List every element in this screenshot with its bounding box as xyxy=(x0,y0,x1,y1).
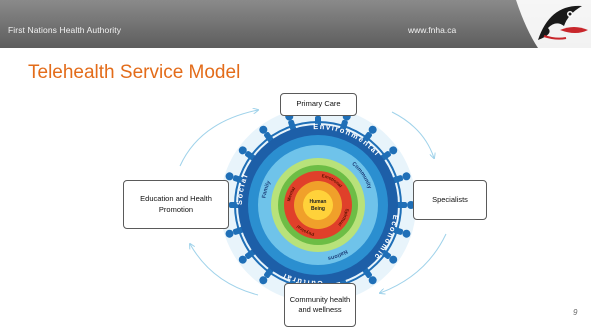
primary-care-box: Primary Care xyxy=(280,93,357,116)
primary-care-label: Primary Care xyxy=(296,99,341,109)
community-box: Community health and wellness xyxy=(284,283,356,327)
org-name: First Nations Health Authority xyxy=(8,25,122,35)
community-label: Community health and wellness xyxy=(289,294,351,314)
wheel-center-line1: Human xyxy=(310,199,327,205)
arrow-community-to-education xyxy=(190,244,259,296)
specialists-label: Specialists xyxy=(432,194,468,204)
arrow-primary-to-specialists xyxy=(391,111,434,158)
arrow-education-to-primary xyxy=(179,110,258,167)
wheel-mid-label: Family xyxy=(261,179,272,198)
education-label: Education and Health Promotion xyxy=(140,194,212,214)
wheel-center-line2: Being xyxy=(311,206,325,212)
wheel-inner-label: Mental xyxy=(286,186,296,202)
header-bar: First Nations Health Authority www.fnha.… xyxy=(0,0,591,48)
slide-title: Telehealth Service Model xyxy=(28,62,241,83)
education-box: Education and Health Promotion xyxy=(123,180,229,229)
page-number: 9 xyxy=(573,308,578,317)
fnha-logo-icon xyxy=(516,0,591,48)
specialists-box: Specialists xyxy=(413,180,487,220)
header-url: www.fnha.ca xyxy=(408,25,457,35)
arrow-specialists-to-community xyxy=(380,233,447,293)
ring-center xyxy=(303,190,333,220)
